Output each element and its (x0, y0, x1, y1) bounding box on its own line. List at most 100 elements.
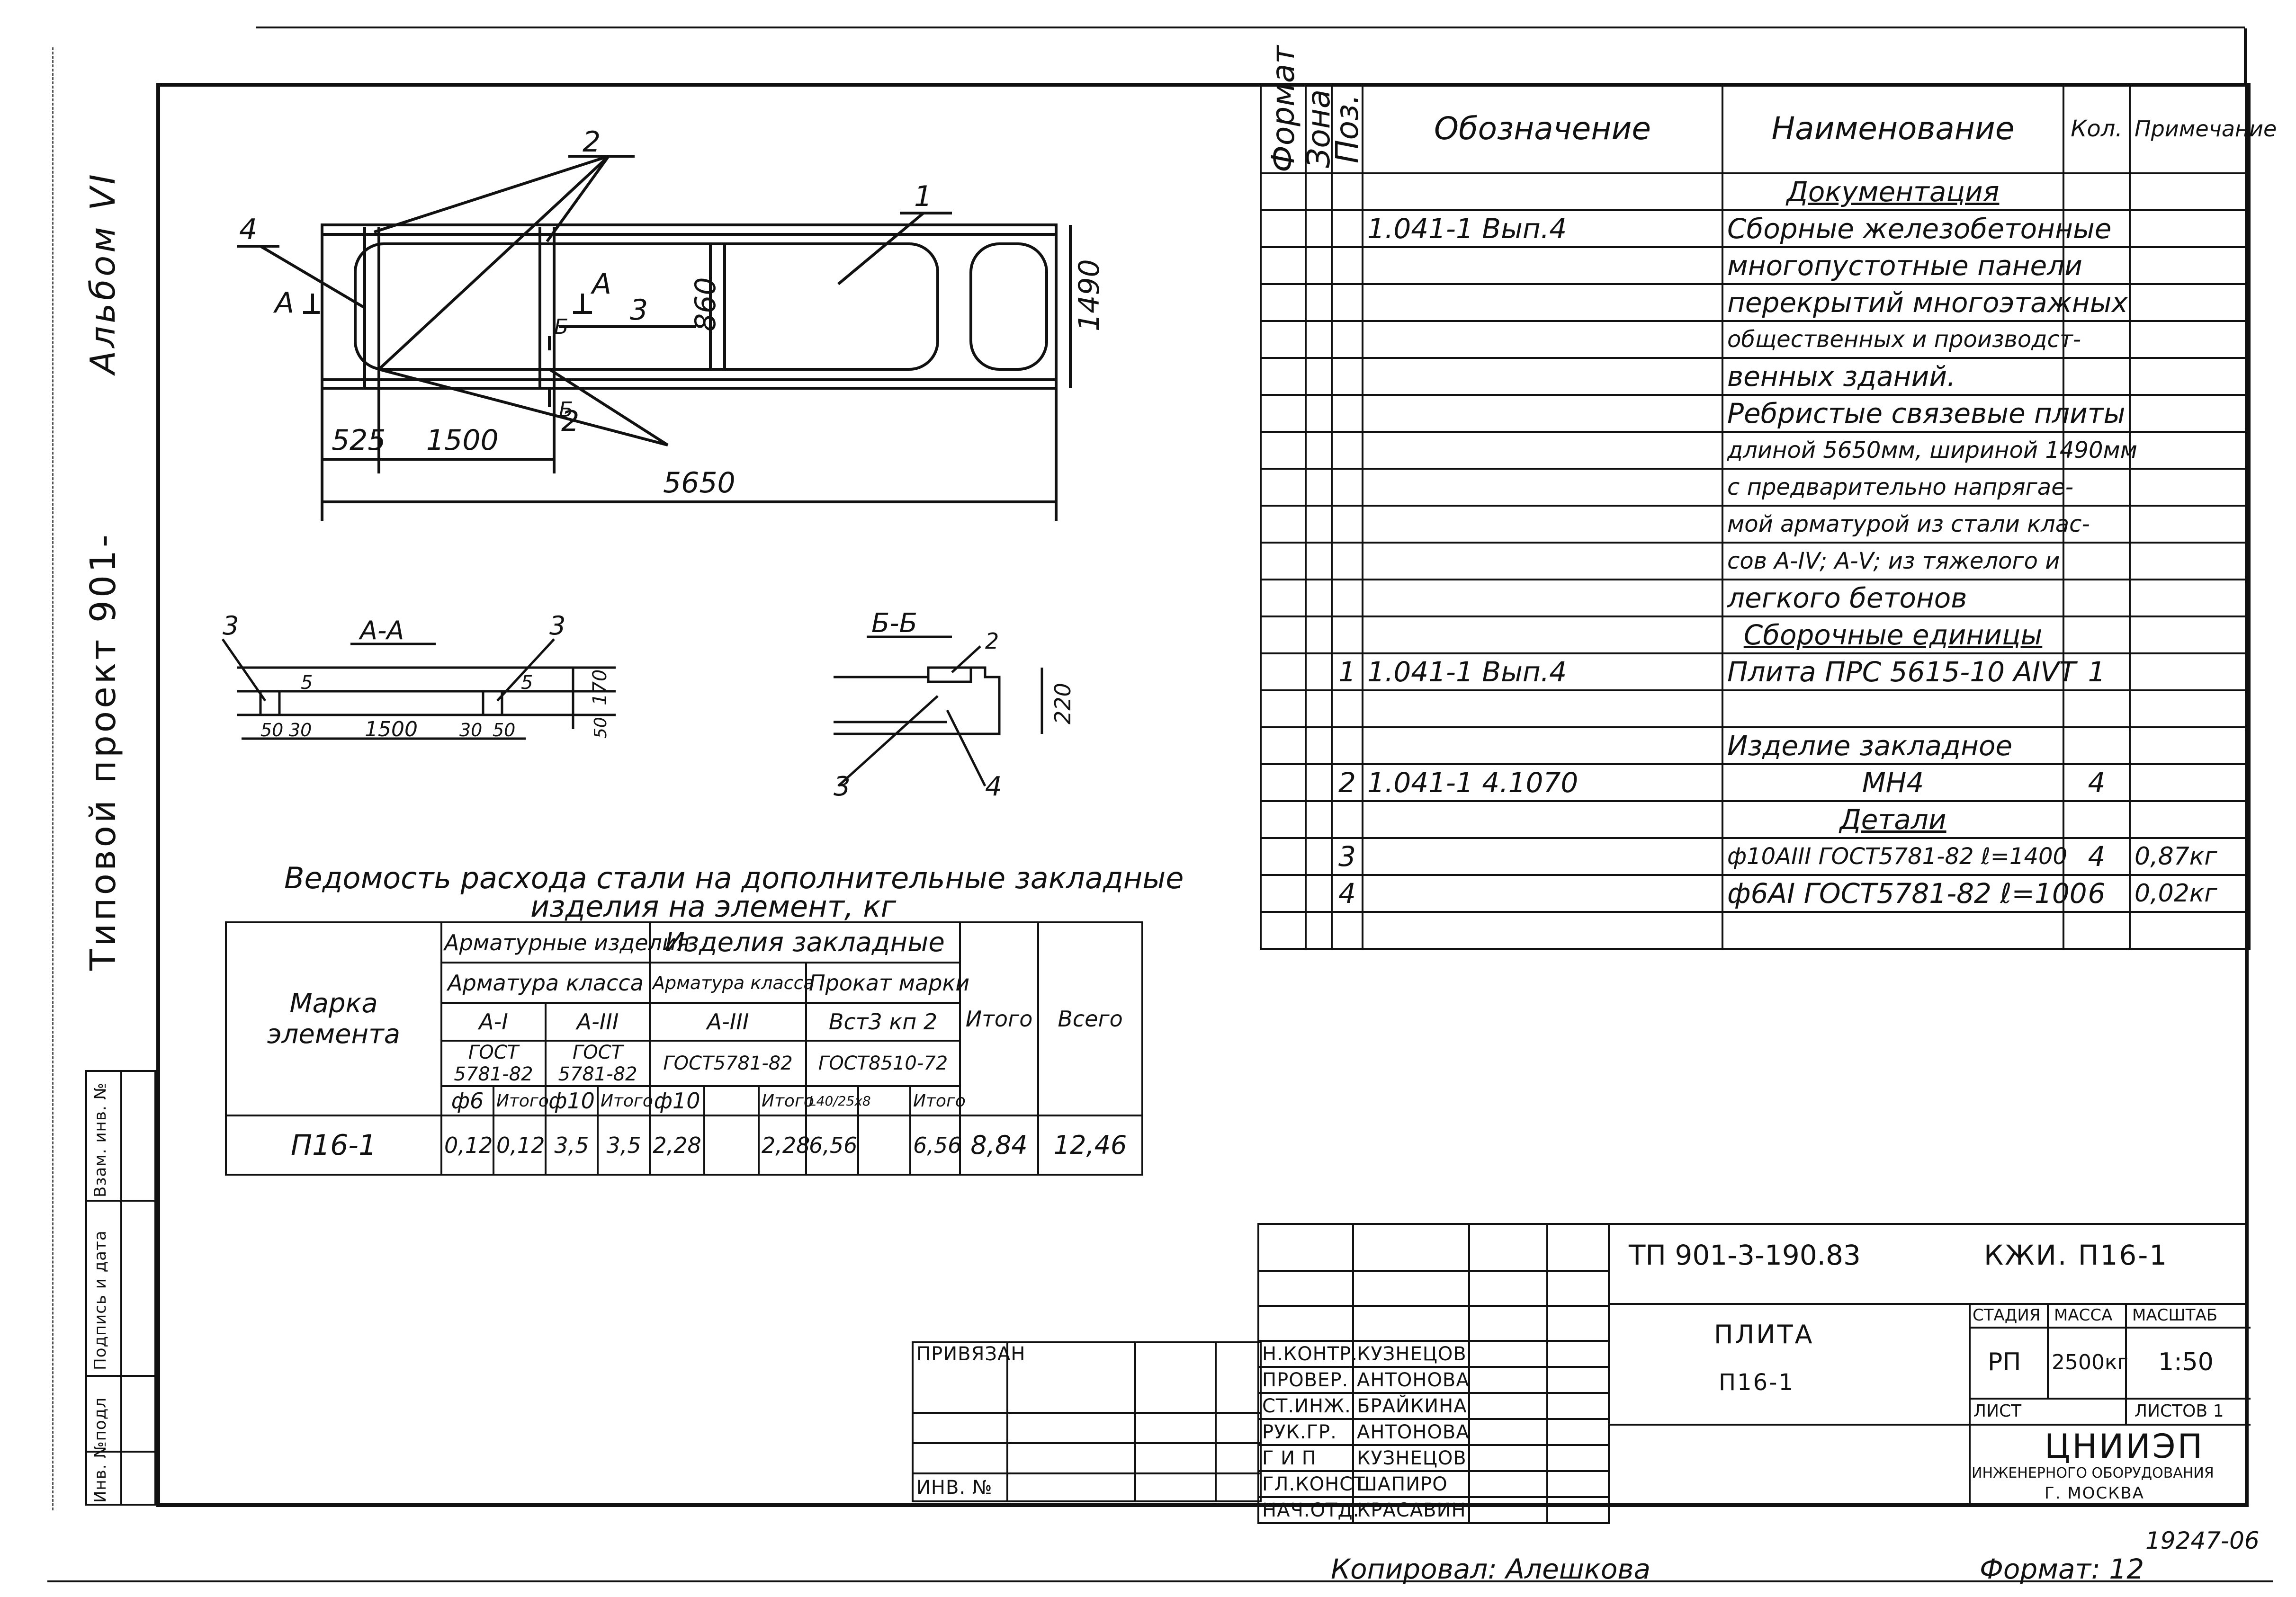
spec-cell-zone (1305, 283, 1333, 322)
steel-val-1: 0,12 (440, 1115, 494, 1176)
spec-cell-format (1260, 874, 1307, 913)
tb-empty (1257, 1223, 1354, 1272)
aa-rib-left (259, 690, 281, 716)
tb-role: Г И П (1257, 1444, 1354, 1472)
spec-cell-pos (1331, 579, 1363, 617)
spec-cell-format (1260, 763, 1307, 802)
tb-signature (1468, 1496, 1548, 1524)
spec-cell-zone (1305, 394, 1333, 433)
tb-empty (1006, 1341, 1136, 1414)
spec-cell-name: Изделие закладное (1722, 726, 2064, 765)
dim-seg1-label: 525 (332, 424, 386, 457)
spec-cell-designation (1362, 911, 1723, 950)
cut-label-a-left: А (273, 286, 294, 320)
spec-cell-zone (1305, 763, 1333, 802)
spec-cell-pos: 3 (1331, 837, 1363, 876)
specification-table: Формат Зона Поз. Обозначение Наименовани… (1260, 45, 2277, 950)
cut-label-b-top: Б (554, 315, 568, 339)
steel-h-ai: А-I (440, 1002, 547, 1042)
tb-empty (1468, 1305, 1548, 1342)
tb-empty (1546, 1270, 1610, 1307)
callout-4: 4 (239, 213, 257, 246)
dim-width-label: 1490 (1073, 259, 1106, 331)
plan-view-drawing: 5650 525 1500 1490 860 1 2 2 3 4 А А Б Б (237, 125, 1106, 521)
spec-cell-name (1722, 911, 2064, 950)
tb-empty (1546, 1223, 1610, 1272)
aa-dim-170: 170 (589, 669, 611, 705)
spec-cell-zone (1305, 726, 1333, 765)
spec-cell-name: многопустотные панели (1722, 246, 2082, 285)
spec-cell-pos (1331, 209, 1363, 248)
tb-grid-h2 (1969, 1398, 2251, 1400)
spec-cell-format (1260, 542, 1307, 580)
spec-cell-note (2129, 726, 2251, 765)
steel-val-6 (703, 1115, 760, 1176)
spec-cell-qty (2063, 357, 2131, 396)
aa-leader-3-right (496, 638, 555, 702)
spec-cell-note (2129, 616, 2251, 654)
tb-scale-h: МАСШТАБ (2132, 1306, 2218, 1325)
spec-cell-note (2129, 468, 2251, 507)
tb-empty (1006, 1412, 1136, 1444)
tb-grid-v2 (2125, 1303, 2127, 1424)
spec-cell-designation (1362, 505, 1723, 544)
spec-h-format: Формат (1261, 45, 1306, 173)
table-row: сов А-IV; А-V; из тяжелого и (1260, 542, 2251, 580)
aa-callout-3-left: 3 (223, 611, 239, 641)
tb-stage-h: СТАДИЯ (1973, 1306, 2041, 1325)
spec-cell-designation (1362, 468, 1723, 507)
sheet-top-line (256, 27, 2245, 28)
tb-empty (1006, 1472, 1136, 1502)
tb-signature (1468, 1366, 1548, 1394)
spec-cell-pos (1331, 726, 1363, 765)
spec-cell-designation (1362, 172, 1723, 211)
steel-h-mark: Марка элемента (225, 921, 442, 1116)
spec-cell-qty (2063, 579, 2131, 617)
bb-callout-4: 4 (985, 771, 1002, 802)
table-row: ПРОВЕР.АНТОНОВА (1257, 1366, 1610, 1394)
spec-cell-qty (2063, 246, 2131, 285)
steel-h-gost-2: ГОСТ 5781-82 (544, 1040, 651, 1087)
table-row: мой арматурой из стали клас- (1260, 505, 2251, 544)
title-block-main: ТП 901-3-190.83 КЖИ. П16-1 ПЛИТА П16-1 С… (1608, 1223, 2251, 1507)
tb-sheet-h: ЛИСТ (1973, 1401, 2022, 1421)
spec-cell-note (2129, 357, 2251, 396)
spec-cell-name: длиной 5650мм, шириной 1490мм (1722, 431, 2137, 470)
tb-empty (1134, 1442, 1217, 1474)
tb-empty (1215, 1472, 1262, 1502)
steel-val-vsego: 12,46 (1037, 1115, 1144, 1176)
tb-empty (1546, 1305, 1610, 1342)
spec-cell-designation (1362, 837, 1723, 876)
tb-role: НАЧ.ОТД. (1257, 1496, 1359, 1524)
table-row: перекрытий многоэтажных (1260, 283, 2251, 322)
spec-cell-note: 0,02кг (2129, 874, 2251, 913)
tb-empty (1468, 1270, 1548, 1307)
spec-cell-designation (1362, 394, 1723, 433)
table-row (1260, 911, 2251, 950)
spec-cell-designation (1362, 579, 1723, 617)
spec-cell-name: Документация (1722, 172, 2064, 211)
steel-val-3: 3,5 (545, 1115, 599, 1176)
sheet-bottom-line (47, 1580, 2273, 1582)
spec-cell-format (1260, 689, 1307, 728)
table-row: Документация (1260, 172, 2251, 211)
aa-dim-50-vert: 50 (591, 717, 610, 739)
tb-date (1546, 1418, 1610, 1446)
tb-signature (1468, 1340, 1548, 1368)
tb-empty (912, 1442, 1008, 1474)
steel-table-subtitle: изделия на элемент, кг (530, 889, 897, 924)
spec-cell-zone (1305, 652, 1333, 691)
tb-stage: РП (1988, 1348, 2021, 1376)
spec-cell-qty (2063, 542, 2131, 580)
section-aa-title: А-А (359, 616, 404, 645)
steel-table: Марка элемента Арматурные изделия Издели… (225, 921, 1144, 1217)
spec-cell-designation (1362, 357, 1723, 396)
spec-cell-qty (2063, 172, 2131, 211)
leader-2-c (546, 155, 610, 242)
tb-date (1546, 1496, 1610, 1524)
spec-cell-designation (1362, 800, 1723, 839)
